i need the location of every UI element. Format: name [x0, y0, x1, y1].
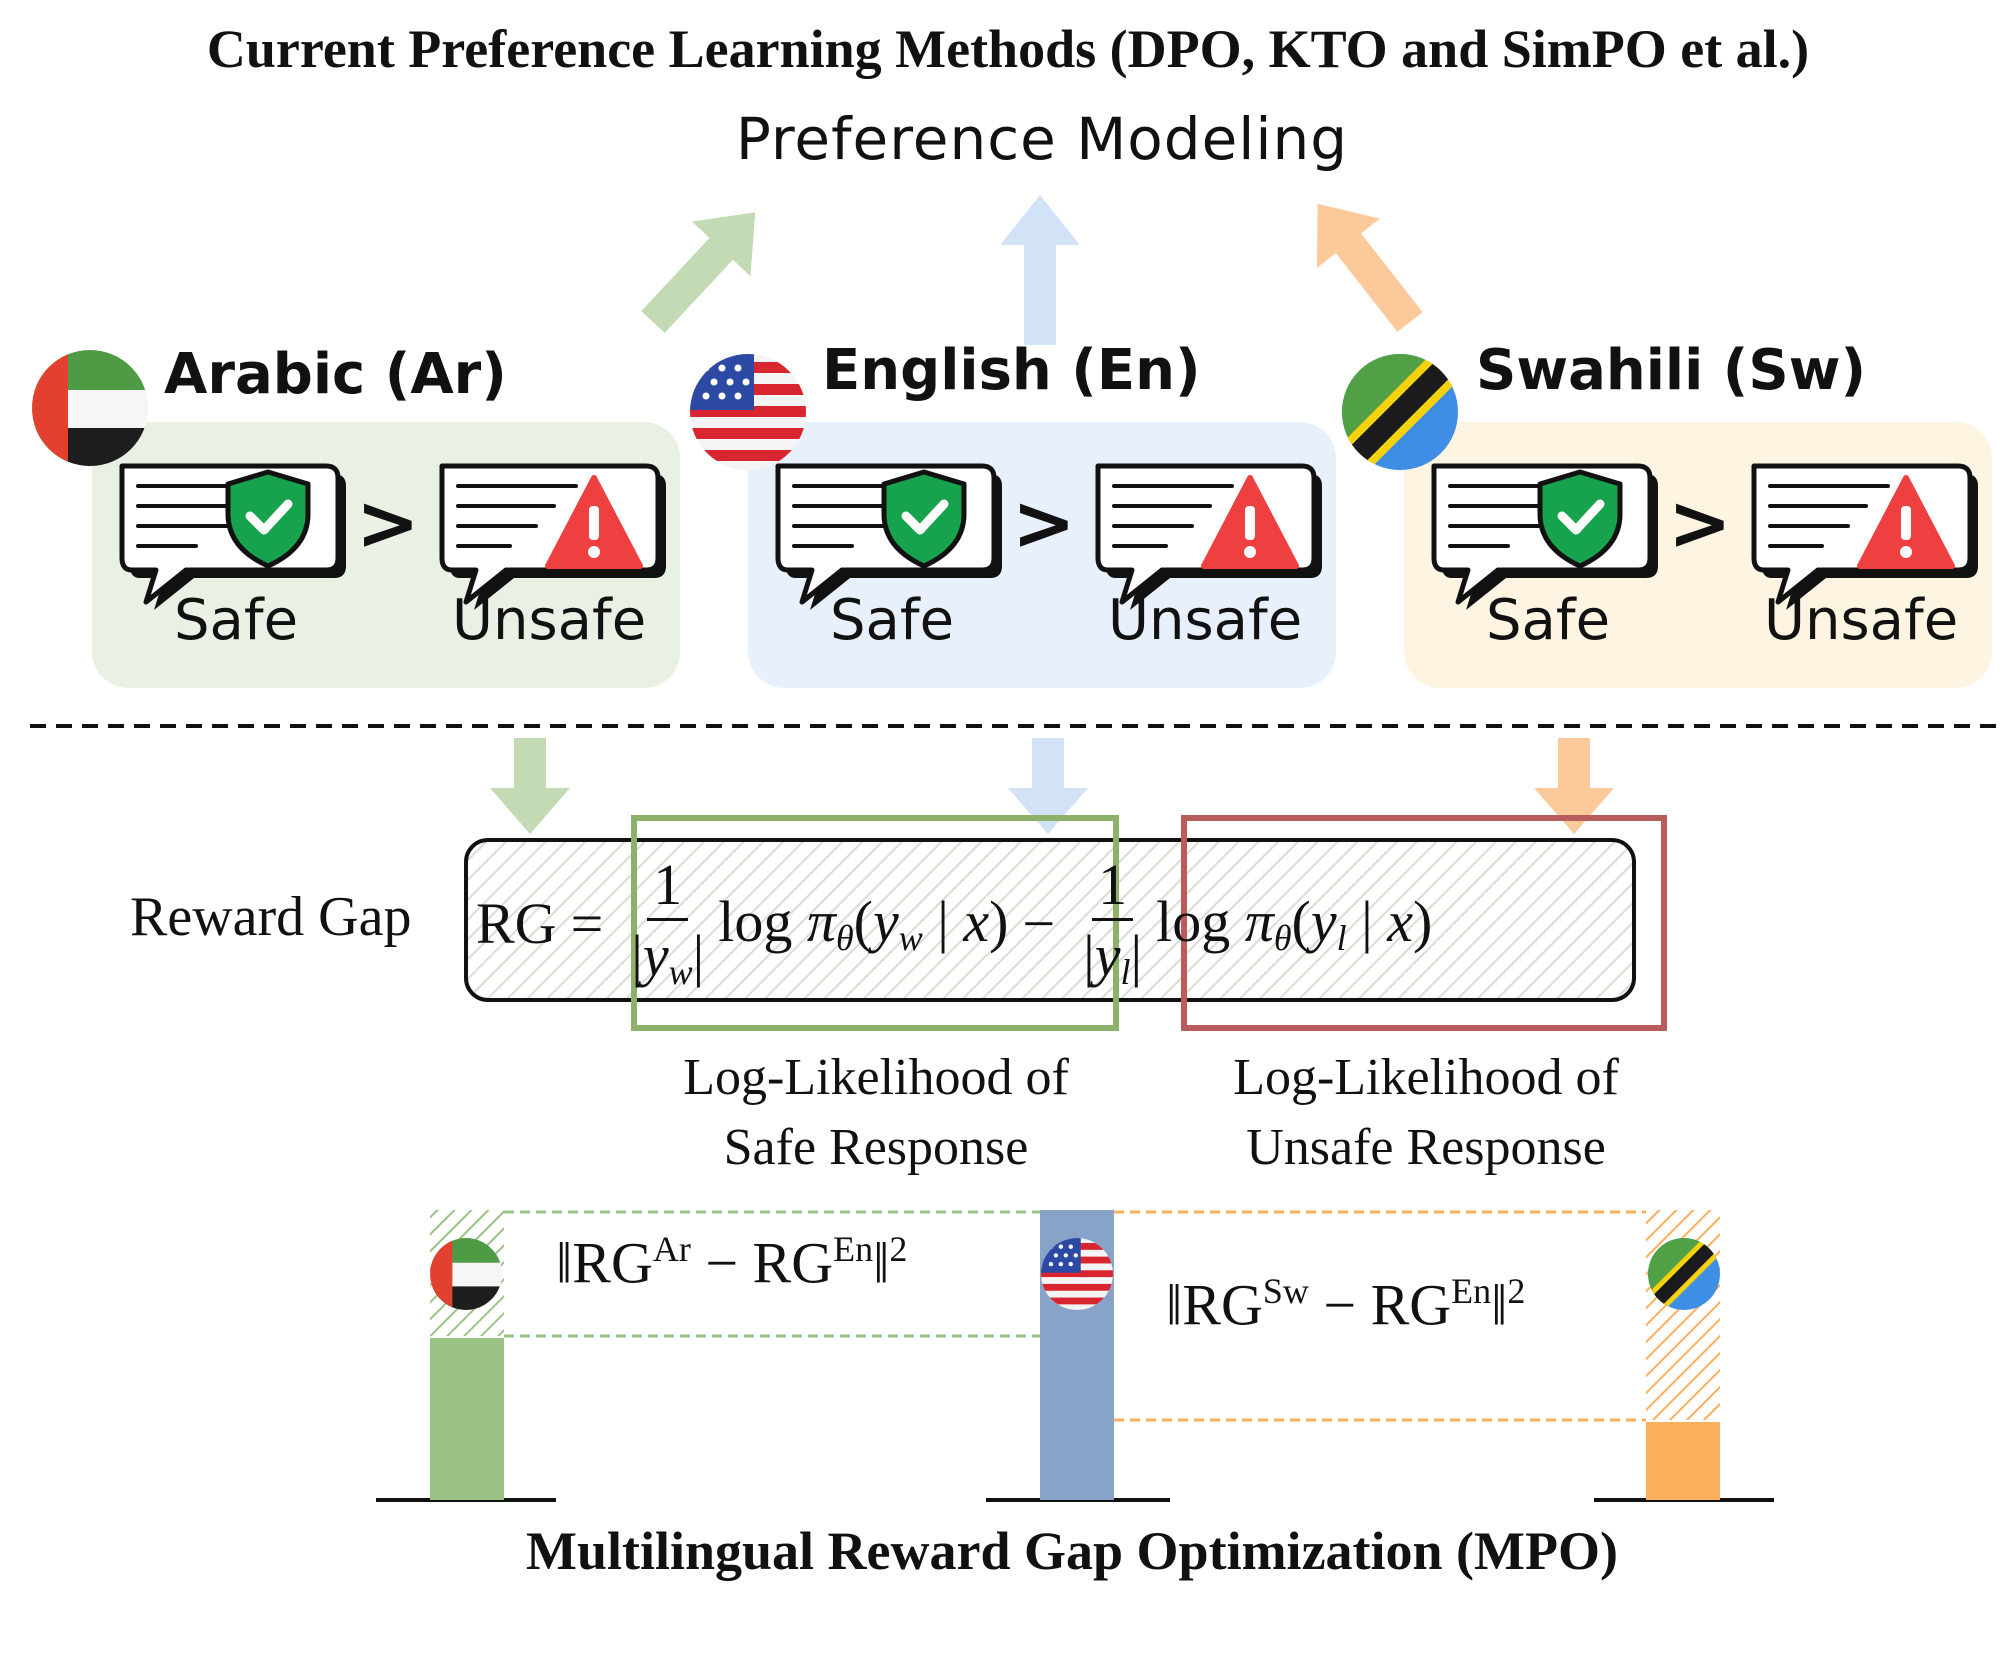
norm-ar-en: ‖RGAr − RGEn‖2 — [556, 1229, 908, 1296]
equals-sign: = — [570, 890, 604, 956]
arrow-down-ar-icon — [490, 738, 570, 834]
bar-sw — [1646, 1422, 1720, 1500]
safe-fraction: 1 |yw| — [625, 855, 710, 992]
reward-gap-formula: RG = 1 |yw| log πθ(yw | x) − 1 |yl| log … — [476, 848, 1432, 998]
safe-numerator: 1 — [647, 855, 689, 921]
arrow-up-en-icon — [1000, 195, 1080, 345]
norm-sw-en: ‖RGSw − RGEn‖2 — [1166, 1271, 1526, 1338]
safe-log-term: log πθ(yw | x) — [718, 888, 1009, 958]
unsafe-label-en: Unsafe — [1108, 588, 1303, 653]
greater-than-sw: > — [1668, 478, 1732, 567]
unsafe-likelihood-caption: Log-Likelihood of Unsafe Response — [1233, 1049, 1619, 1176]
arrow-up-right-ar-icon — [623, 185, 785, 350]
safe-label-en: Safe — [830, 588, 955, 653]
arrow-up-left-sw-icon — [1286, 179, 1442, 347]
rg-symbol: RG — [476, 890, 557, 956]
reward-gap-label: Reward Gap — [130, 886, 412, 948]
safe-likelihood-caption: Log-Likelihood of Safe Response — [683, 1049, 1069, 1176]
safe-likelihood-highlight — [631, 815, 1119, 1031]
safe-denominator: |yw| — [631, 922, 705, 992]
safe-label-ar: Safe — [174, 588, 299, 653]
language-title-en: English (En) — [822, 338, 1201, 403]
unsafe-numerator: 1 — [1092, 855, 1134, 921]
greater-than-en: > — [1012, 478, 1076, 567]
safe-label-sw: Safe — [1486, 588, 1611, 653]
us-flag-small-icon — [1041, 1238, 1113, 1310]
bar-ar — [430, 1338, 504, 1500]
reward-gap-formula-box — [464, 838, 1636, 1002]
unsafe-log-term: log πθ(yl | x) — [1156, 888, 1433, 958]
unsafe-denominator: |yl| — [1083, 922, 1143, 992]
greater-than-ar: > — [356, 478, 420, 567]
minus-sign: − — [1022, 890, 1056, 956]
preference-modeling-label: Preference Modeling — [735, 105, 1349, 173]
language-title-ar: Arabic (Ar) — [164, 342, 507, 407]
unsafe-likelihood-highlight — [1181, 815, 1667, 1031]
unsafe-label-ar: Unsafe — [452, 588, 647, 653]
mpo-title: Multilingual Reward Gap Optimization (MP… — [526, 1521, 1618, 1581]
language-title-sw: Swahili (Sw) — [1476, 338, 1867, 403]
us-flag-icon — [690, 354, 806, 470]
figure-title: Current Preference Learning Methods (DPO… — [206, 19, 1810, 79]
unsafe-label-sw: Unsafe — [1764, 588, 1959, 653]
unsafe-fraction: 1 |yl| — [1077, 855, 1148, 992]
